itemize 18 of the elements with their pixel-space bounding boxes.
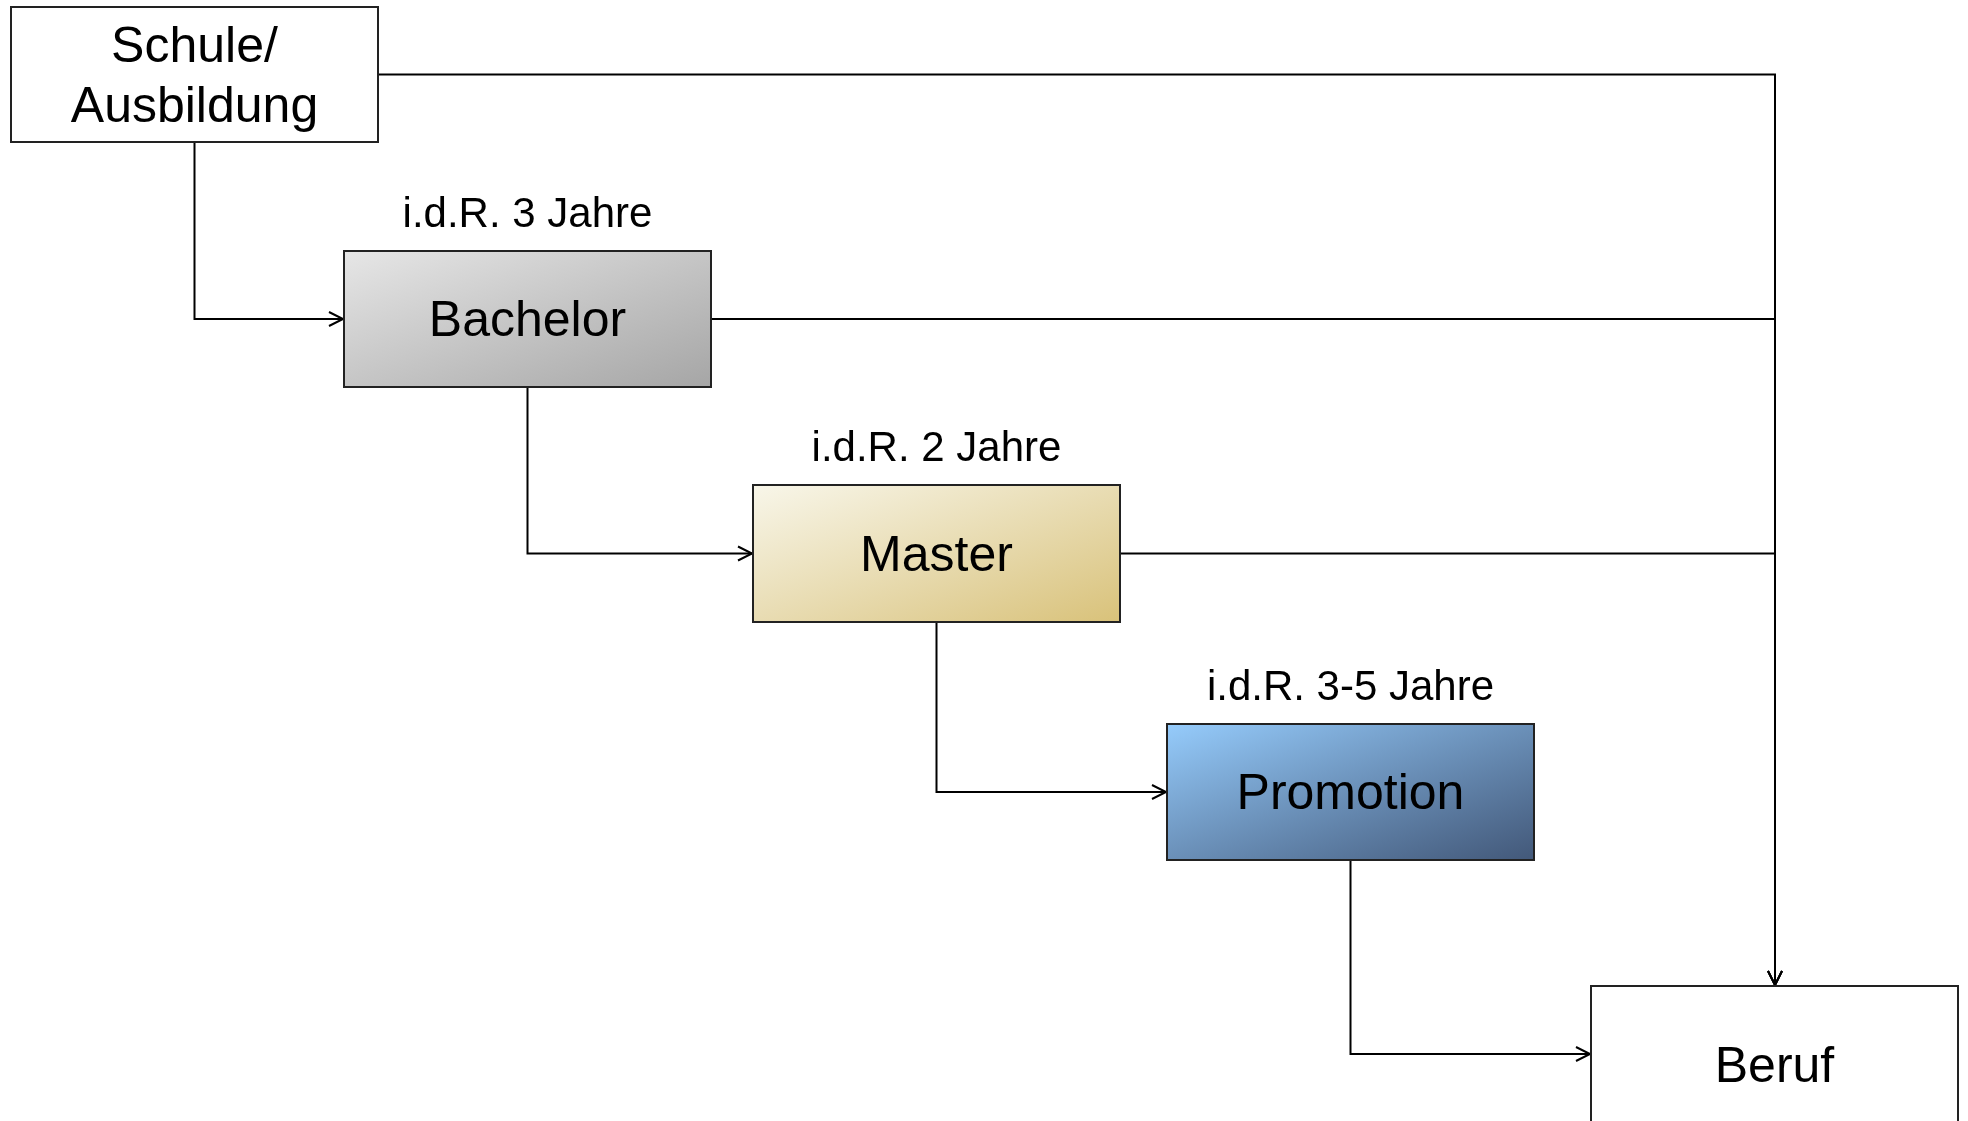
stage-label: Beruf [1713, 1036, 1836, 1095]
stage-label: Promotion [1235, 763, 1466, 822]
stage-label: Master [859, 524, 1014, 584]
arrow [526, 387, 753, 562]
stage-box [10, 6, 379, 143]
arrow [935, 622, 1167, 800]
arrow [1120, 552, 1783, 986]
duration-label: i.d.R. 3-5 Jahre [1205, 665, 1496, 707]
stage-label: Bachelor [427, 290, 628, 349]
stage-label: Schule/ Ausbildung [69, 15, 320, 135]
arrow [193, 142, 344, 327]
stage-box [752, 484, 1121, 623]
stage-box [1590, 985, 1959, 1121]
duration-label: i.d.R. 2 Jahre [810, 426, 1063, 468]
stage-box [1166, 723, 1535, 861]
stage-box [343, 250, 712, 388]
duration-label: i.d.R. 3 Jahre [401, 192, 654, 234]
arrow [1349, 860, 1591, 1062]
